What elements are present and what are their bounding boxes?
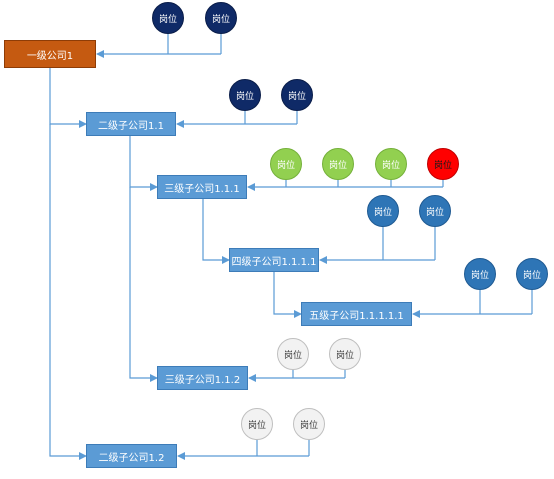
post-circle[interactable]: 岗位 — [375, 148, 407, 180]
company-label: 三级子公司1.1.1 — [164, 183, 240, 195]
post-circle[interactable]: 岗位 — [205, 2, 237, 34]
post-circle[interactable]: 岗位 — [293, 408, 325, 440]
company-node-1-1-1-1[interactable]: 四级子公司1.1.1.1 — [229, 248, 319, 272]
connector-root-to-1-1 — [49, 68, 87, 128]
company-label: 二级子公司1.2 — [98, 452, 165, 464]
post-circle[interactable]: 岗位 — [322, 148, 354, 180]
company-node-1-1-2[interactable]: 三级子公司1.1.2 — [157, 366, 248, 390]
post-circle[interactable]: 岗位 — [229, 79, 261, 111]
company-label: 五级子公司1.1.1.1.1 — [309, 310, 404, 322]
post-circle[interactable]: 岗位 — [281, 79, 313, 111]
connector-1-1-1-1-to-1-1-1-1-1 — [273, 272, 302, 318]
post-circle[interactable]: 岗位 — [241, 408, 273, 440]
company-label: 二级子公司1.1 — [98, 120, 164, 132]
company-label: 四级子公司1.1.1.1 — [231, 256, 317, 268]
connector-1-1-to-1-1-1 — [129, 136, 158, 191]
post-circle[interactable]: 岗位 — [277, 338, 309, 370]
company-node-1-1[interactable]: 二级子公司1.1 — [86, 112, 176, 136]
company-label: 三级子公司1.1.2 — [164, 374, 241, 386]
company-label: 一级公司1 — [26, 50, 74, 62]
post-circle[interactable]: 岗位 — [516, 258, 548, 290]
connector-root-to-1-2 — [49, 124, 87, 460]
post-circle[interactable]: 岗位 — [427, 148, 459, 180]
connector-1-1-1-to-1-1-1-1 — [202, 199, 230, 264]
company-node-level1[interactable]: 一级公司1 — [4, 40, 96, 68]
post-circle[interactable]: 岗位 — [367, 195, 399, 227]
post-circle[interactable]: 岗位 — [270, 148, 302, 180]
company-node-1-1-1[interactable]: 三级子公司1.1.1 — [157, 175, 247, 199]
company-node-1-1-1-1-1[interactable]: 五级子公司1.1.1.1.1 — [301, 302, 412, 326]
post-circle[interactable]: 岗位 — [419, 195, 451, 227]
company-node-1-2[interactable]: 二级子公司1.2 — [86, 444, 177, 468]
post-circle[interactable]: 岗位 — [152, 2, 184, 34]
post-circle[interactable]: 岗位 — [464, 258, 496, 290]
post-circle[interactable]: 岗位 — [329, 338, 361, 370]
connector-1-1-to-1-1-2 — [129, 187, 158, 382]
